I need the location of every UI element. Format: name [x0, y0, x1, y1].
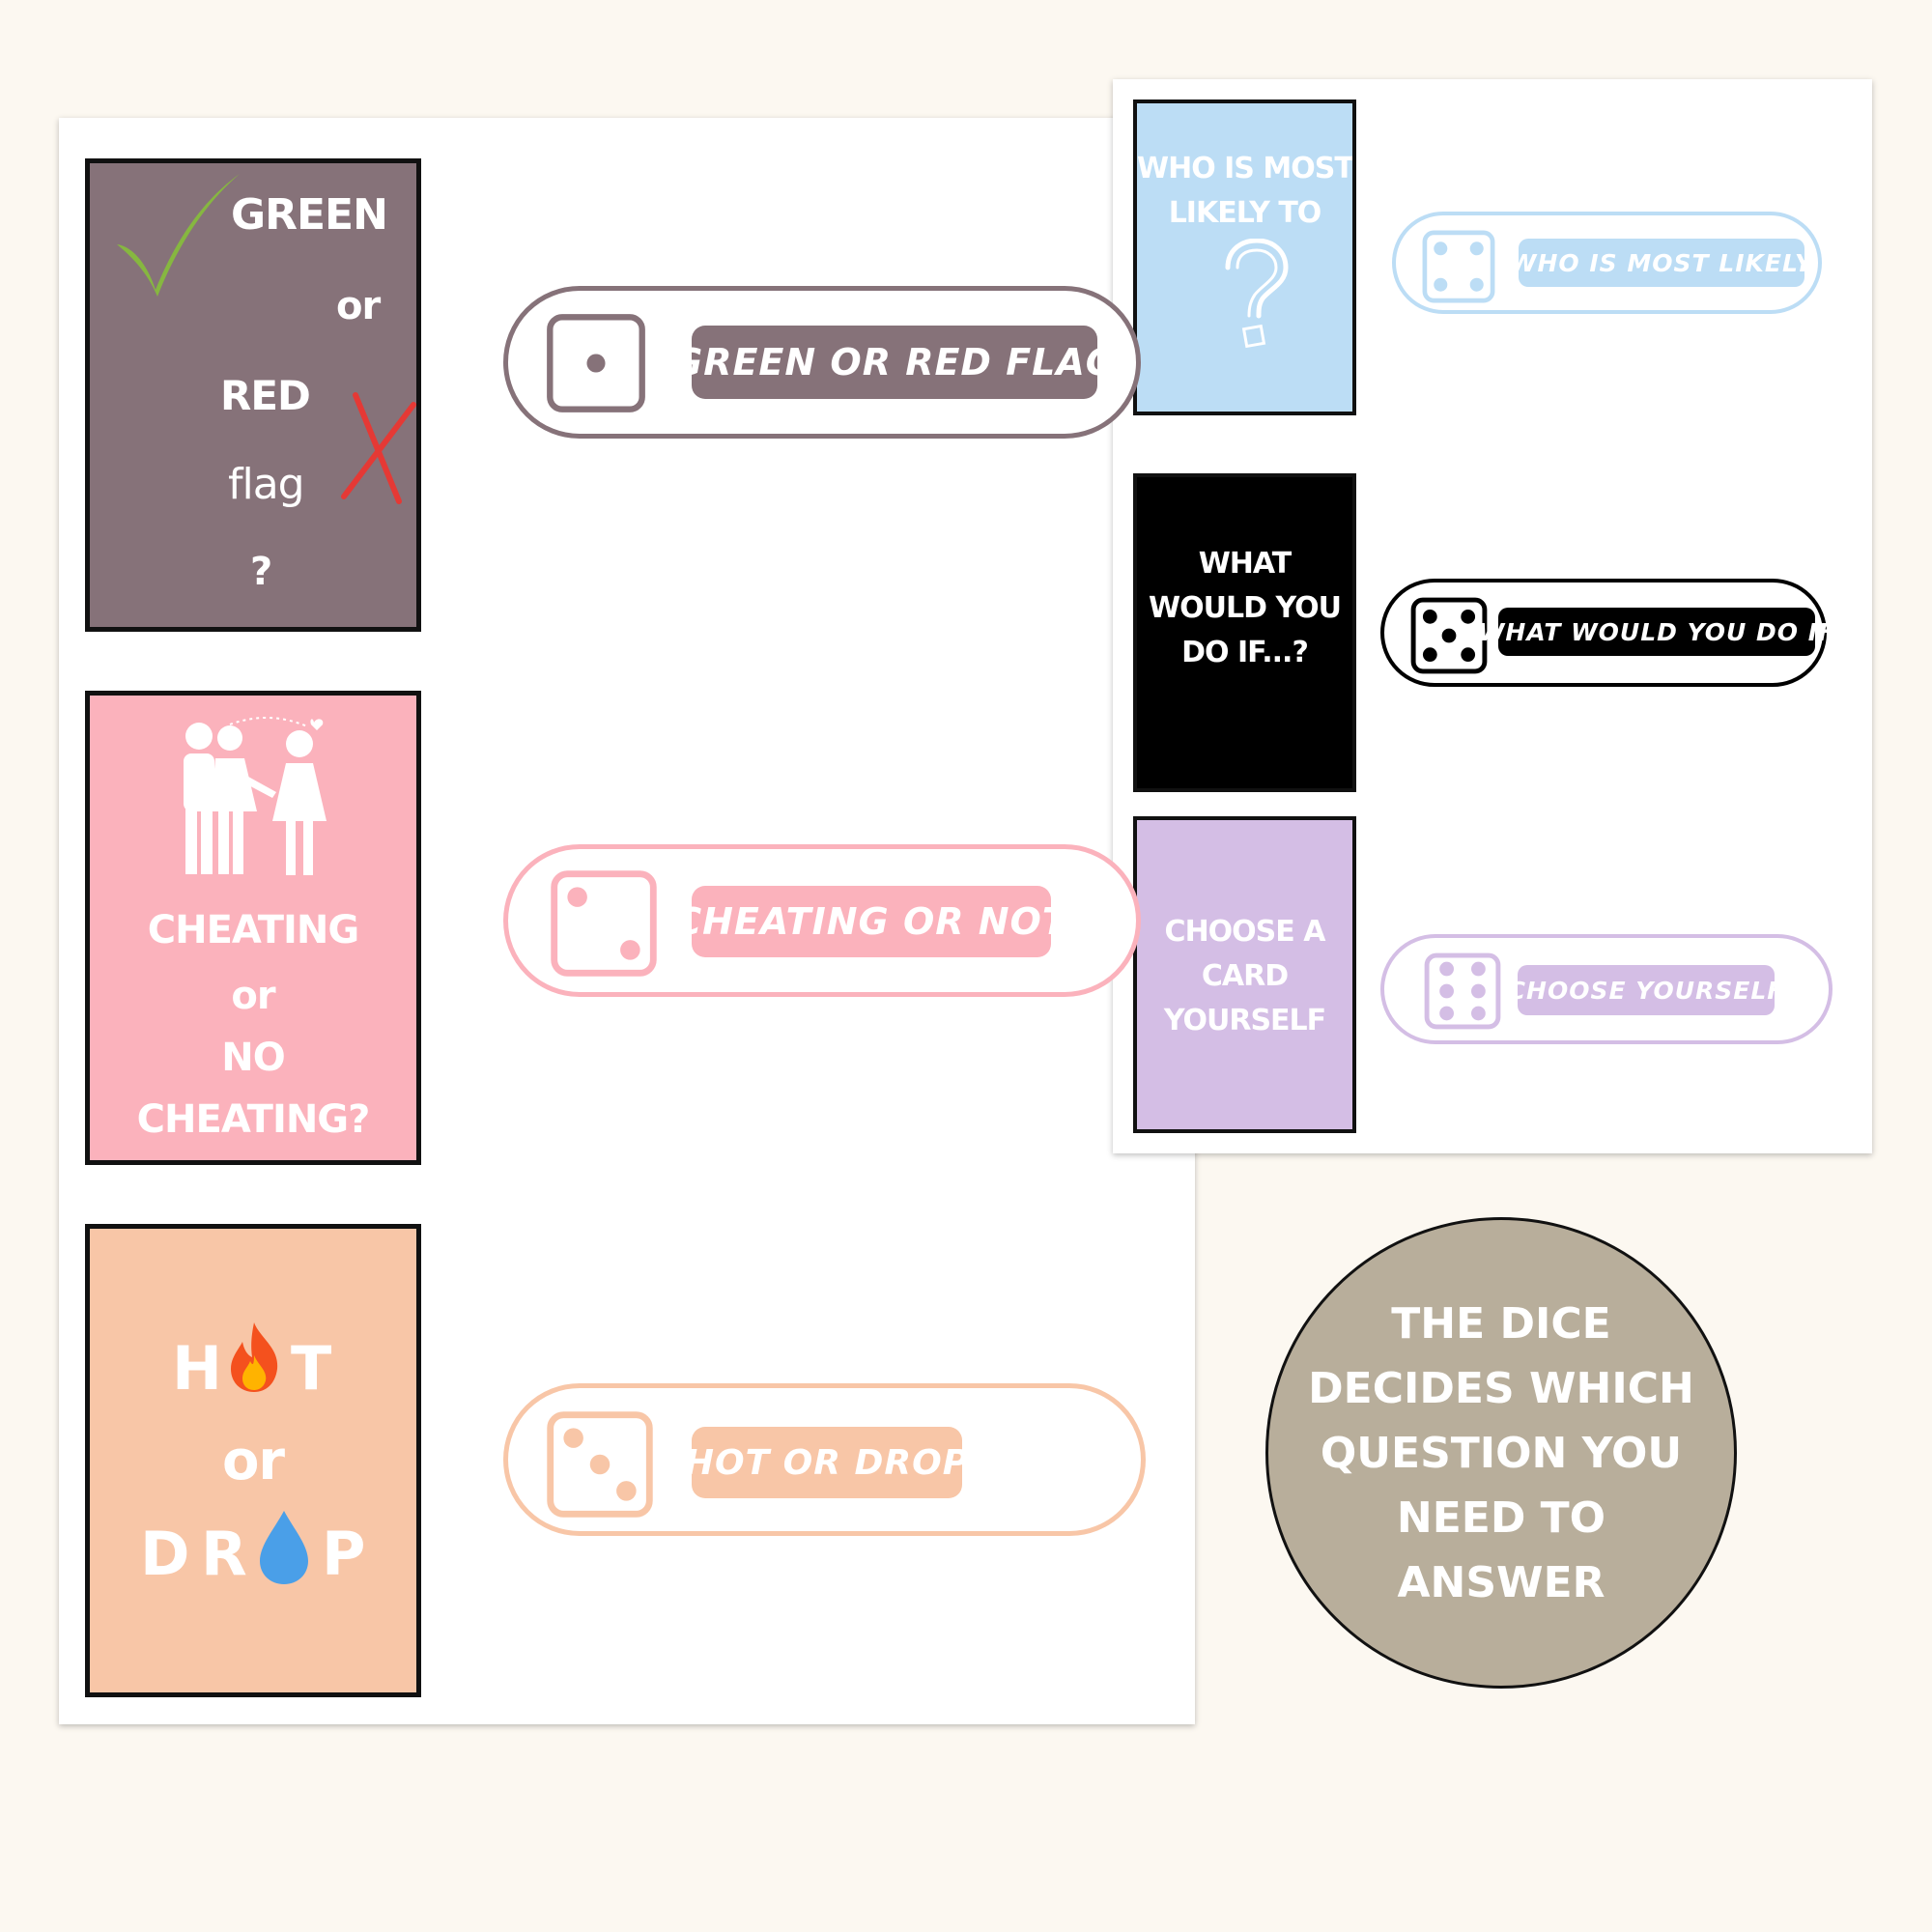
card-cheating-or-no-cheating: CHEATING or NO CHEATING? [85, 691, 421, 1165]
die-pip [1461, 609, 1476, 624]
die-face-one-icon [545, 312, 647, 414]
die-pip [1422, 647, 1437, 663]
card-line-likely-to: LIKELY TO [1168, 196, 1322, 230]
die-pip [563, 1428, 583, 1448]
die-face-five-icon [1409, 596, 1489, 675]
question-mark-icon [1225, 239, 1289, 349]
die-pip [1469, 242, 1484, 256]
red-x-icon [341, 392, 416, 504]
card-line-or: or [231, 974, 275, 1018]
checkmark-icon [117, 174, 240, 297]
card-line-cheating-question: CHEATING? [136, 1097, 371, 1142]
die-face-three-icon [545, 1409, 655, 1520]
dice-row-label: CHEATING OR NOT [674, 886, 1067, 957]
dice-row-green-or-red-flag: GREEN OR RED FLAG [503, 286, 1141, 439]
die-pip [620, 940, 640, 960]
die-pip [589, 1454, 611, 1475]
card-line-what: WHAT [1198, 547, 1293, 581]
couple-cheating-icon [184, 717, 327, 875]
card-line-do-if: DO IF...? [1181, 636, 1309, 669]
die-pip [567, 887, 587, 907]
die-pip [1434, 277, 1448, 292]
die-face-two-icon [549, 868, 659, 979]
die-pip [1461, 647, 1476, 663]
die-pip [1441, 628, 1457, 643]
card-what-would-you-do-if: WHAT WOULD YOU DO IF...? [1133, 473, 1356, 792]
dice-row-who-is-most-likely: WHO IS MOST LIKELY [1392, 212, 1822, 314]
die-pip [1471, 1006, 1486, 1021]
die-pip [616, 1481, 637, 1501]
dice-row-label: WHAT WOULD YOU DO IF [1478, 608, 1834, 656]
card-letter-p: P [322, 1519, 365, 1589]
card-word-or: or [336, 284, 381, 328]
card-line-would-you: WOULD YOU [1149, 591, 1342, 625]
card-hot-or-drop: H T or D R P [85, 1224, 421, 1697]
die-pip [1471, 983, 1486, 999]
die-pip [1439, 983, 1454, 999]
dice-row-what-would-you-do-if: WHAT WOULD YOU DO IF [1380, 579, 1834, 687]
card-letter-d: D [140, 1519, 189, 1589]
die-pip [1439, 961, 1454, 977]
dice-row-cheating-or-not: CHEATING OR NOT [503, 844, 1141, 997]
card-word-flag: flag [228, 460, 305, 509]
card-line-who-is-most: WHO IS MOST [1137, 152, 1353, 185]
fire-icon [231, 1322, 278, 1392]
card-letter-t: T [291, 1333, 331, 1404]
card-letter-h: H [172, 1333, 222, 1404]
badge-text: THE DICE DECIDES WHICH QUESTION YOU NEED… [1308, 1298, 1694, 1607]
die-pip [1434, 242, 1448, 256]
dice-row-label: GREEN OR RED FLAG [672, 326, 1116, 399]
dice-row-label: HOT OR DROP [685, 1427, 968, 1498]
card-word-green: GREEN [231, 190, 388, 240]
card-line-card: CARD [1201, 959, 1289, 993]
dice-decides-badge: THE DICE DECIDES WHICH QUESTION YOU NEED… [1265, 1217, 1737, 1689]
die-pip [586, 354, 606, 373]
dice-row-label: CHOOSE YOURSELF [1508, 965, 1783, 1015]
card-line-no: NO [221, 1036, 285, 1080]
card-question-mark: ? [250, 550, 272, 594]
card-word-or: or [221, 1430, 285, 1492]
dice-row-choose-yourself: CHOOSE YOURSELF [1380, 934, 1833, 1044]
card-letter-r: R [201, 1519, 247, 1589]
card-line-cheating: CHEATING [147, 908, 359, 952]
die-pip [1471, 961, 1486, 977]
die-pip [1439, 1006, 1454, 1021]
card-line-yourself: YOURSELF [1163, 1004, 1326, 1037]
card-word-red: RED [220, 372, 311, 419]
die-pip [1469, 277, 1484, 292]
die-face-four-icon [1421, 229, 1496, 304]
dice-row-label: WHO IS MOST LIKELY [1510, 239, 1812, 287]
die-face-six-icon [1423, 952, 1502, 1031]
card-green-or-red-flag: GREEN or RED flag ? [85, 158, 421, 632]
die-pip [1422, 609, 1437, 624]
card-line-choose-a: CHOOSE A [1164, 915, 1326, 949]
card-choose-a-card-yourself: CHOOSE A CARD YOURSELF [1133, 816, 1356, 1133]
dice-row-hot-or-drop: HOT OR DROP [503, 1383, 1146, 1536]
card-who-is-most-likely: WHO IS MOST LIKELY TO [1133, 99, 1356, 415]
water-drop-icon [260, 1511, 308, 1584]
